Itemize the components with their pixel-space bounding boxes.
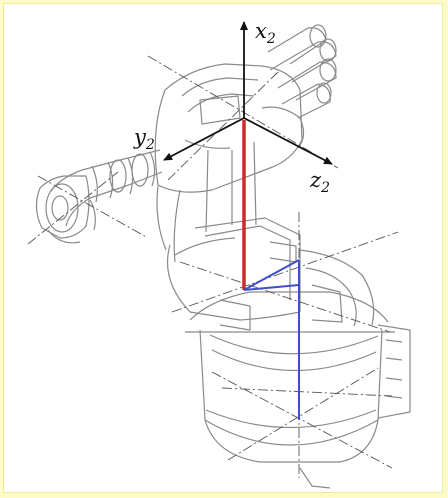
- y-axis-arrow: [163, 117, 245, 161]
- figure-panel: [3, 3, 443, 493]
- robot-wrist-flange: [35, 175, 96, 244]
- robot-shoulder: [166, 217, 375, 331]
- y-axis-label: y2: [133, 125, 155, 153]
- robot-arm-drawing: [35, 24, 411, 489]
- coordinate-frame: [163, 21, 333, 165]
- robot-lower-arm: [156, 141, 257, 263]
- kinematic-links: [242, 120, 300, 420]
- link-blue-diagonal: [243, 259, 300, 291]
- z-axis-arrow: [243, 117, 333, 165]
- centerlines: [27, 55, 399, 478]
- robot-upper-arm: [154, 63, 303, 193]
- robot-base: [185, 291, 411, 489]
- x-axis-label: x2: [255, 19, 276, 47]
- axis-labels: x2 y2 z2: [133, 19, 330, 196]
- z-axis-label: z2: [309, 168, 330, 196]
- robot-counterweight: [261, 24, 337, 149]
- link-blue-horizontal: [243, 284, 300, 291]
